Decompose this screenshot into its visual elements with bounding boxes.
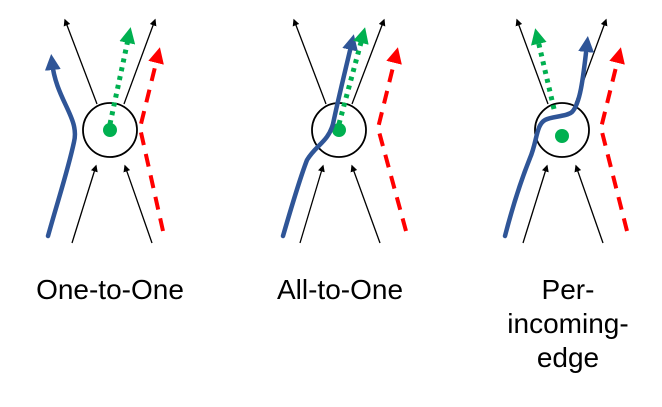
outgoing-edge-right: [123, 18, 157, 105]
caption-line-2: incoming-: [507, 308, 629, 339]
panel-per-incoming-edge: [502, 18, 629, 244]
green-dotted-path: [336, 27, 369, 125]
outgoing-edge-left: [292, 18, 327, 105]
outgoing-edge-left: [515, 18, 549, 105]
incoming-edge-left: [71, 164, 98, 244]
caption-one-to-one: One-to-One: [36, 274, 184, 305]
incoming-edge-right: [123, 164, 153, 244]
green-dotted-path: [531, 28, 557, 110]
blue-path: [280, 34, 358, 239]
node-center-dot: [103, 123, 117, 137]
incoming-edge-left: [299, 164, 325, 244]
node-center-dot: [555, 129, 569, 143]
incoming-edge-right: [350, 164, 381, 244]
caption-line-1: Per-: [541, 274, 595, 305]
incoming-edge-left: [522, 164, 549, 244]
incoming-edge-right: [574, 164, 604, 244]
node-center-dot: [332, 123, 346, 137]
panel-one-to-one: [44, 18, 165, 244]
outgoing-edge-right: [351, 18, 386, 105]
outgoing-edge-left: [63, 18, 98, 105]
caption-line-3: edge: [536, 342, 600, 373]
caption-per-incoming-edge: Per- incoming- edge: [468, 273, 662, 375]
caption-all-to-one: All-to-One: [276, 274, 404, 305]
blue-path: [502, 36, 595, 239]
green-dotted-path: [107, 27, 136, 125]
panel-all-to-one: [280, 18, 408, 244]
red-dashed-path: [598, 47, 629, 232]
blue-path: [44, 54, 78, 239]
red-dashed-path: [375, 47, 408, 232]
red-dashed-path: [137, 47, 165, 232]
